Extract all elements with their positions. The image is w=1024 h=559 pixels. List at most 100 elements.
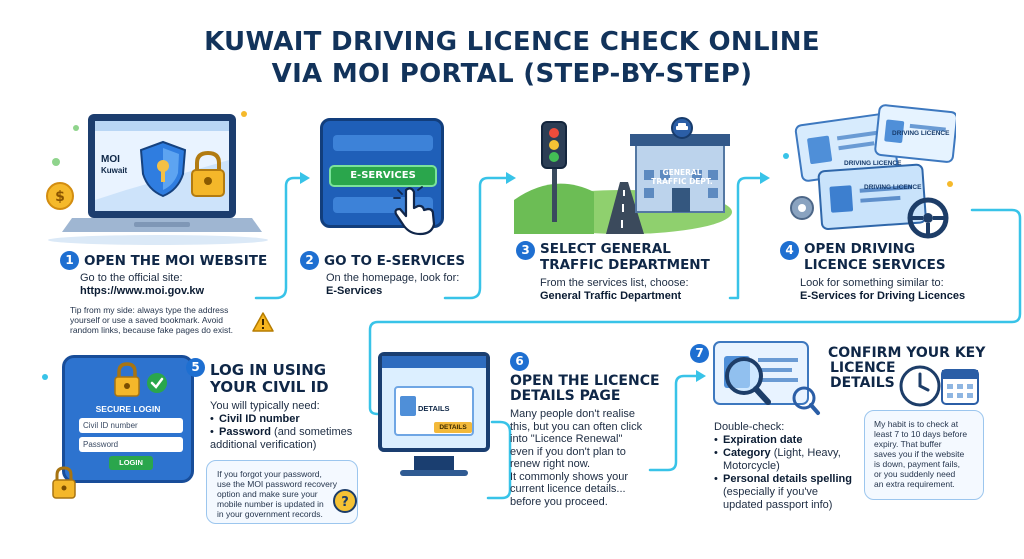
step3-line: From the services list, choose: (540, 277, 689, 289)
magnifier-icon (725, 357, 771, 405)
note-line: My habit is to check at (874, 419, 959, 429)
step7-bullet: Category (Light, Heavy, (714, 447, 852, 460)
svg-text:$: $ (55, 189, 65, 205)
step7-heading-line: DETAILS (830, 375, 895, 391)
note-line: saves you if the website (874, 449, 965, 459)
step4-licence-cards-illustration (783, 104, 956, 239)
question-icon: ? (332, 488, 358, 519)
card-label: DRIVING LICENCE (892, 130, 950, 137)
step5-number: 5 (186, 358, 205, 377)
traffic-light-icon (541, 121, 567, 222)
step1-shield-icon (138, 140, 188, 203)
step1-line: Go to the official site: (80, 272, 183, 284)
page-title: KUWAIT DRIVING LICENCE CHECK ONLINE VIA … (0, 26, 1024, 90)
steering-wheel-icon (907, 197, 949, 239)
step6-number: 6 (510, 352, 529, 371)
dollar-coin-icon: $ (46, 182, 74, 210)
step6-heading-line: OPEN THE LICENCE (510, 373, 660, 389)
bullet-bold: Civil ID number (219, 413, 300, 425)
bullet-bold: Password (219, 426, 271, 438)
note-line: is down, payment fails, (874, 459, 960, 469)
step4-line: Look for something similar to: (800, 277, 944, 289)
step5-heading: LOG IN USING YOUR CIVIL ID (210, 362, 329, 396)
step2-line: On the homepage, look for: (326, 272, 460, 284)
step2-highlight: E-Services (326, 285, 383, 297)
step4-heading: OPEN DRIVING LICENCE SERVICES (804, 241, 946, 273)
step7-heading-line: LICENCE (830, 360, 896, 376)
step5-heading-line: LOG IN USING (210, 361, 327, 379)
monitor-base (400, 470, 468, 476)
civil-id-field[interactable]: Civil ID number (79, 418, 183, 433)
step1-heading: OPEN THE MOI WEBSITE (84, 253, 267, 269)
step5-heading-line: YOUR CIVIL ID (210, 378, 329, 396)
sign-line: GENERAL (662, 168, 702, 177)
monitor-stand (414, 456, 454, 470)
title-line-1: KUWAIT DRIVING LICENCE CHECK ONLINE (204, 27, 820, 57)
step1-text: Go to the official site: https://www.moi… (80, 272, 204, 298)
step7-bullet: Personal details spelling (714, 473, 852, 486)
step6-line: even if you don't plan to (510, 445, 626, 458)
step3-building-sign: GENERAL TRAFFIC DEPT. (632, 168, 732, 186)
step1-tip: Tip from my side: always type the addres… (70, 305, 233, 335)
moi-brand-sub: Kuwait (101, 166, 128, 175)
note-line: option and make sure your (217, 489, 318, 499)
step7-document-magnifier-illustration (713, 341, 820, 415)
moi-brand-text: MOI (101, 154, 120, 165)
title-line-2: VIA MOI PORTAL (STEP-BY-STEP) (271, 59, 753, 89)
step2-number: 2 (300, 251, 319, 270)
step3-text: From the services list, choose: General … (540, 277, 689, 303)
step1-url[interactable]: https://www.moi.gov.kw (80, 285, 205, 297)
step1-number: 1 (60, 251, 79, 270)
svg-text:?: ? (341, 495, 349, 510)
id-card-icon (400, 396, 416, 416)
note-line: least 7 to 10 days before (874, 429, 968, 439)
step1-heading-line: OPEN THE MOI WEBSITE (84, 253, 268, 269)
password-field[interactable]: Password (79, 437, 183, 452)
note-line: an extra requirement. (874, 479, 955, 489)
step3-highlight: General Traffic Department (540, 290, 682, 302)
step1-moi-brand: MOI Kuwait (101, 154, 127, 176)
step3-heading: SELECT GENERAL TRAFFIC DEPARTMENT (540, 241, 710, 273)
details-button[interactable]: DETAILS (434, 422, 472, 433)
step1-tip-line: Tip from my side: always type the addres… (70, 305, 229, 315)
step2-heading: GO TO E-SERVICES (324, 253, 465, 269)
secure-login-panel: SECURE LOGIN Civil ID number Password LO… (62, 355, 194, 483)
cursor-hand-icon (392, 186, 440, 241)
calendar-icon (941, 369, 979, 405)
step6-heading: OPEN THE LICENCE DETAILS PAGE (510, 374, 660, 404)
gear-icon (790, 196, 814, 220)
step5-line: You will typically need: (210, 400, 320, 412)
step4-number: 4 (780, 241, 799, 260)
step1-tip-line: random links, because fake pages do exis… (70, 325, 234, 335)
step3-traffic-illustration (514, 117, 732, 234)
step3-heading-line: TRAFFIC DEPARTMENT (540, 257, 710, 273)
step1-padlock-icon (188, 150, 228, 203)
step6-line: It commonly shows your (510, 470, 628, 483)
checkmark-icon (146, 372, 168, 399)
step5-note: If you forgot your password, use the MOI… (206, 460, 358, 524)
eservices-button[interactable]: E-SERVICES (329, 165, 437, 187)
sign-line: TRAFFIC DEPT. (651, 177, 713, 186)
step7-bullet-cont: (especially if you've (723, 486, 819, 498)
bullet-bold: Category (723, 447, 771, 459)
step7-text: Double-check: Expiration date Category (… (714, 421, 852, 512)
lock-icon (112, 362, 142, 403)
note-line: mobile number is updated in (217, 499, 324, 509)
magnifier-icon (792, 386, 820, 415)
step4-text: Look for something similar to: E-Service… (800, 277, 965, 303)
details-label: DETAILS (418, 404, 450, 413)
step5-bullet: Password (and sometimes (210, 426, 352, 439)
step1-tip-line: yourself or use a saved bookmark. Avoid (70, 315, 223, 325)
bullet-bold: Personal details spelling (723, 473, 852, 485)
bullet-rest: (Light, Heavy, (770, 447, 841, 459)
sparkle-dot (42, 374, 48, 380)
note-line: use the MOI password recovery (217, 479, 337, 489)
step7-clock-calendar-illustration (899, 365, 979, 407)
step6-line: renew right now. (510, 458, 591, 470)
warning-icon (252, 312, 274, 337)
login-button[interactable]: LOGIN (109, 456, 153, 470)
monitor-titlebar (382, 356, 486, 368)
step6-line: current licence details... (510, 483, 626, 495)
step7-bullet-cont: Motorcycle) (723, 460, 780, 472)
step7-bullet-cont: updated passport info) (723, 499, 833, 511)
